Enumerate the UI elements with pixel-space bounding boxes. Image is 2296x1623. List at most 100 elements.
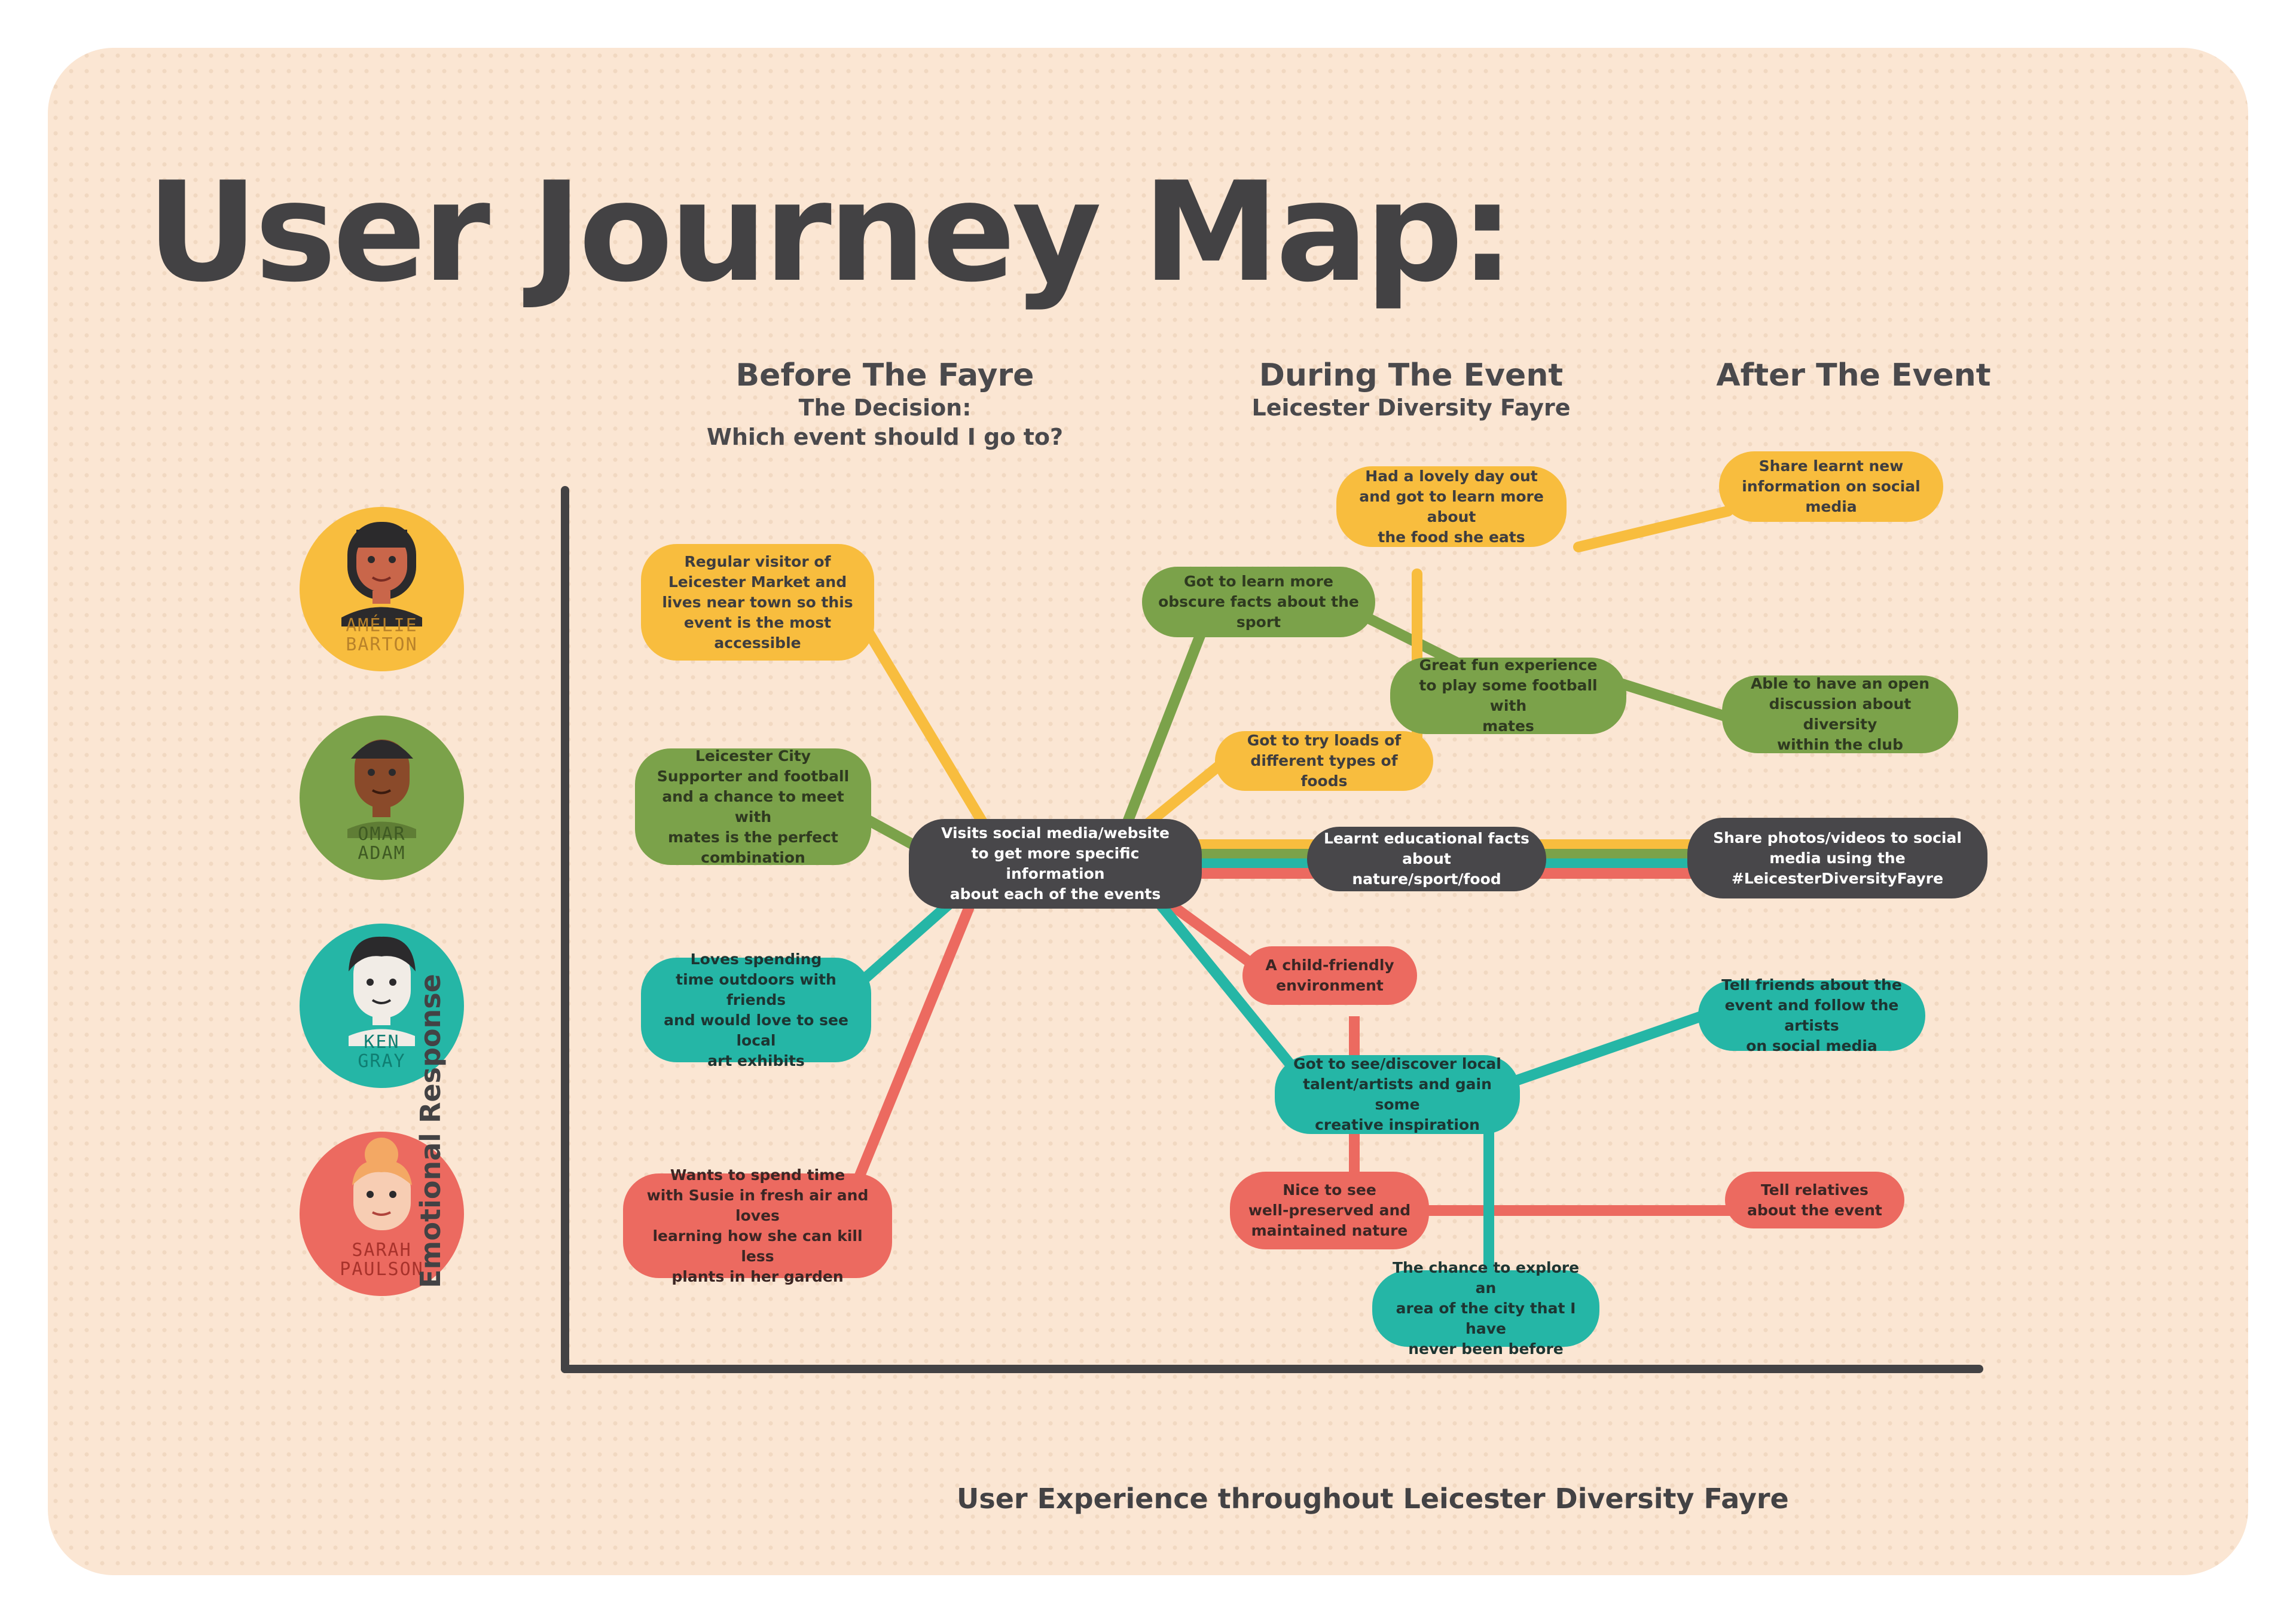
node-text-line: and would love to see local bbox=[664, 1011, 848, 1049]
node-text-line: Got to learn more bbox=[1184, 573, 1333, 590]
x-axis-label: User Experience throughout Leicester Div… bbox=[957, 1483, 1789, 1515]
node-text-line: A child-friendly bbox=[1265, 956, 1394, 974]
persona-sarah-lastname: PAULSON bbox=[340, 1258, 424, 1280]
node-text-line: art exhibits bbox=[707, 1052, 805, 1069]
node-visits-social-media: Visits social media/website to get more s… bbox=[909, 819, 1202, 909]
node-text-line: Supporter and football bbox=[657, 767, 850, 785]
node-text-line: about each of the events bbox=[949, 885, 1161, 903]
persona-ken-lastname: GRAY bbox=[358, 1050, 406, 1072]
node-text-line: Leicester Market and bbox=[668, 573, 847, 591]
node-text-line: nature/sport/food bbox=[1352, 870, 1501, 888]
node-loves-outdoors: Loves spending time outdoors with friends… bbox=[641, 950, 871, 1069]
phase-after-heading: After The Event bbox=[1716, 357, 1991, 393]
node-text-line: event and follow the artists bbox=[1724, 997, 1899, 1034]
node-text-line: #LeicesterDiversityFayre bbox=[1731, 869, 1944, 887]
node-text-line: creative inspiration bbox=[1315, 1116, 1480, 1133]
node-text-line: Wants to spend time bbox=[670, 1166, 845, 1184]
node-text-line: The chance to explore an bbox=[1392, 1259, 1580, 1297]
node-text-line: obscure facts about the bbox=[1158, 593, 1359, 610]
node-text-line: Share learnt new bbox=[1758, 457, 1904, 475]
node-text-line: different types of foods bbox=[1250, 752, 1398, 790]
node-text-line: Leicester City bbox=[695, 747, 811, 765]
persona-sarah-firstname: SARAH bbox=[352, 1240, 412, 1261]
node-text-line: time outdoors with friends bbox=[676, 970, 836, 1008]
node-text-line: talent/artists and gain some bbox=[1303, 1075, 1492, 1113]
phase-during-sub1: Leicester Diversity Fayre bbox=[1251, 395, 1571, 421]
node-text-line: well-preserved and bbox=[1248, 1202, 1411, 1219]
node-spend-time-susie: Wants to spend time with Susie in fresh a… bbox=[623, 1166, 892, 1285]
node-obscure-facts: Got to learn more obscure facts about the… bbox=[1142, 567, 1375, 637]
amelie-portrait-icon bbox=[341, 522, 422, 626]
phase-after: After The Event bbox=[1686, 357, 2021, 393]
link-amelie-share bbox=[1573, 506, 1733, 552]
node-text-line: Regular visitor of bbox=[684, 552, 831, 570]
node-tell-friends: Tell friends about the event and follow t… bbox=[1698, 976, 1925, 1055]
node-text-line: Got to see/discover local bbox=[1293, 1055, 1501, 1072]
link-ken-friends bbox=[1489, 1008, 1715, 1093]
persona-ken: KEN GRAY bbox=[300, 924, 464, 1088]
node-text-line: and a chance to meet with bbox=[662, 787, 844, 826]
node-text-line: on social media bbox=[1746, 1037, 1877, 1055]
node-text-line: lives near town so this bbox=[662, 593, 853, 611]
node-text-line: the food she eats bbox=[1378, 528, 1525, 546]
y-axis-label: Emotional Response bbox=[414, 974, 447, 1288]
phase-before-heading: Before The Fayre bbox=[735, 357, 1034, 393]
persona-omar-name: OMAR ADAM bbox=[300, 825, 464, 863]
node-text-line: Loves spending bbox=[690, 950, 822, 968]
persona-sarah: SARAH PAULSON bbox=[300, 1132, 464, 1296]
node-preserved-nature: Nice to see well-preserved and maintained … bbox=[1230, 1172, 1429, 1249]
node-text-line: Able to have an open bbox=[1750, 675, 1930, 692]
node-text-line: never been before bbox=[1408, 1340, 1564, 1358]
node-share-photos: Share photos/videos to social media using… bbox=[1687, 818, 1987, 898]
node-text-line: about the event bbox=[1747, 1201, 1882, 1219]
node-text-line: to play some football with bbox=[1419, 677, 1598, 714]
node-text-line: mates bbox=[1482, 717, 1534, 735]
node-text-line: to get more specific information bbox=[971, 845, 1140, 882]
node-text-line: Nice to see bbox=[1283, 1181, 1376, 1199]
node-educational-facts: Learnt educational facts about nature/spo… bbox=[1307, 827, 1546, 891]
node-text-line: maintained nature bbox=[1251, 1222, 1408, 1239]
persona-ken-firstname: KEN bbox=[364, 1032, 400, 1053]
node-text-line: Tell relatives bbox=[1761, 1181, 1868, 1199]
node-text-line: information on social bbox=[1742, 478, 1921, 495]
link-sarah-decision bbox=[838, 903, 974, 1222]
persona-amelie-firstname: AMÉLIE bbox=[346, 615, 418, 636]
node-text-line: mates is the perfect bbox=[668, 828, 838, 846]
node-text-line: Got to try loads of bbox=[1247, 732, 1402, 749]
node-text-line: Share photos/videos to social bbox=[1713, 829, 1962, 846]
node-regular-visitor: Regular visitor of Leicester Market and li… bbox=[641, 544, 874, 661]
node-text-line: Visits social media/website bbox=[941, 824, 1170, 842]
node-text-line: within the club bbox=[1777, 736, 1903, 753]
page-title: User Journey Map: bbox=[146, 153, 1515, 313]
node-tell-relatives: Tell relatives about the event bbox=[1725, 1172, 1904, 1228]
persona-amelie: AMÉLIE BARTON bbox=[300, 507, 464, 671]
node-text-line: accessible bbox=[714, 634, 801, 652]
node-open-discussion: Able to have an open discussion about div… bbox=[1722, 675, 1958, 753]
node-text-line: sport bbox=[1236, 613, 1281, 631]
node-try-foods: Got to try loads of different types of fo… bbox=[1215, 731, 1433, 791]
link-ken-talent bbox=[1149, 891, 1315, 1093]
node-great-fun: Great fun experience to play some footbal… bbox=[1390, 656, 1626, 735]
journey-map-card: User Journey Map: Before The Fayre The D… bbox=[48, 48, 2248, 1575]
node-text-line: learning how she can kill less bbox=[652, 1227, 863, 1265]
node-text-line: Great fun experience bbox=[1419, 656, 1598, 674]
journey-connectors bbox=[561, 486, 1983, 1373]
link-omar-sport bbox=[1119, 610, 1213, 836]
node-text-line: Tell friends about the bbox=[1721, 976, 1902, 994]
node-text-line: media using the bbox=[1769, 849, 1906, 867]
persona-amelie-lastname: BARTON bbox=[346, 634, 418, 655]
node-text-line: discussion about diversity bbox=[1769, 695, 1912, 733]
node-text-line: plants in her garden bbox=[671, 1267, 844, 1285]
node-text-line: Had a lovely day out bbox=[1365, 467, 1538, 485]
persona-sarah-name: SARAH PAULSON bbox=[300, 1241, 464, 1279]
persona-omar-lastname: ADAM bbox=[358, 842, 406, 864]
node-text-line: environment bbox=[1276, 977, 1384, 994]
node-text-line: Learnt educational facts about bbox=[1324, 830, 1529, 867]
phase-before: Before The Fayre The Decision: Which eve… bbox=[670, 357, 1100, 453]
phase-during-heading: During The Event bbox=[1259, 357, 1564, 393]
omar-portrait-icon bbox=[347, 739, 416, 838]
node-text-line: with Susie in fresh air and loves bbox=[646, 1186, 869, 1224]
